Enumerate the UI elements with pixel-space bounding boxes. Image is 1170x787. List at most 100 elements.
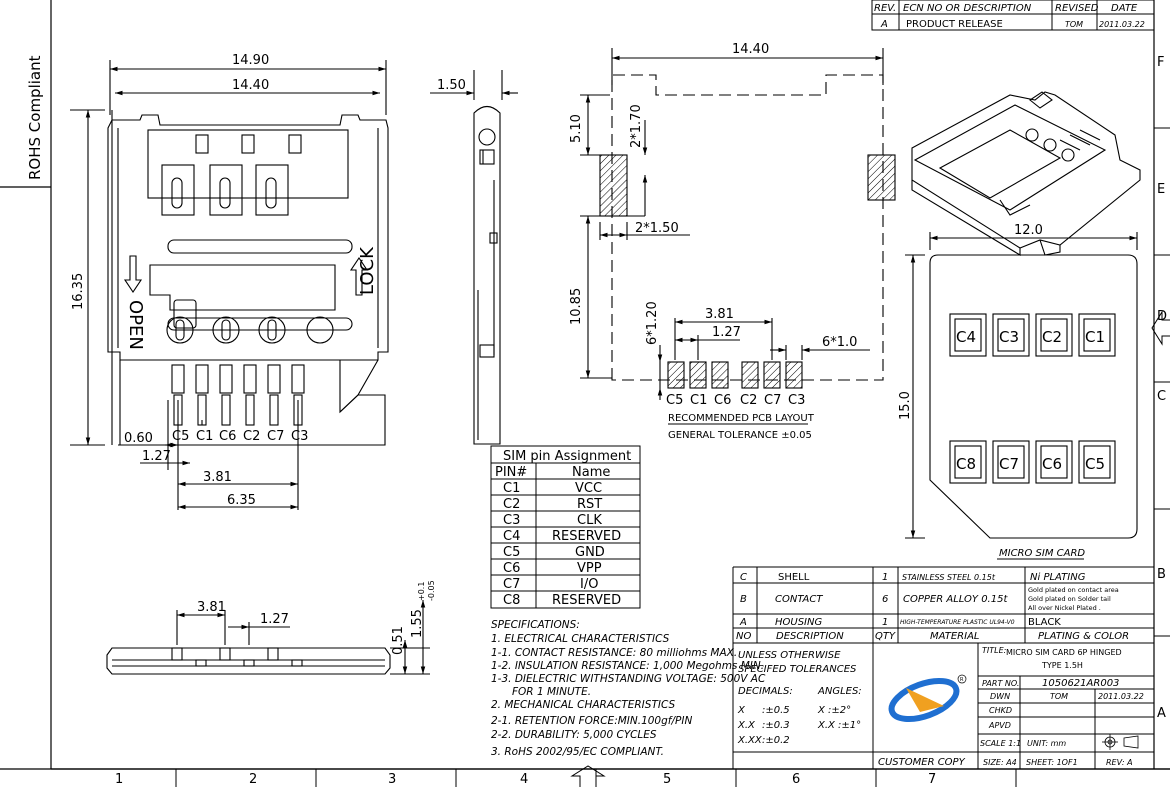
pcb-pin-labels: C5 C1 C6 C2 C7 C3: [666, 393, 805, 408]
bom-cell: 1: [882, 572, 888, 583]
pcb-dim-2x170: 2*1.70: [629, 104, 644, 148]
bom-cell: 6: [882, 594, 888, 605]
svg-text:R: R: [960, 677, 964, 683]
company-logo: R: [888, 674, 967, 723]
bom-plating-1: Gold plated on contact area: [1028, 586, 1119, 594]
front-pin-label: C2: [243, 429, 260, 444]
pcb-dim-381: 3.81: [705, 307, 734, 322]
dec-cell: X :±2°: [817, 705, 851, 716]
pin-table-cell: RESERVED: [552, 593, 621, 608]
pcb-pin-label: C7: [764, 393, 781, 408]
center-arrow-bottom: [570, 765, 606, 787]
bom-cell: SHELL: [778, 572, 810, 583]
projection-symbol-icon: [1102, 734, 1139, 750]
spec-line: SPECIFICATIONS:: [491, 619, 580, 631]
bom-header: QTY: [875, 631, 896, 642]
bottom-dim-tol-minus: -0.05: [427, 580, 436, 601]
spec-line: 2. MECHANICAL CHARACTERISTICS: [491, 699, 675, 711]
front-text-open: OPEN: [125, 300, 146, 350]
bom-cell: CONTACT: [775, 594, 823, 605]
pcb-dim-6x10: 6*1.0: [822, 335, 857, 350]
pin-table: [490, 445, 641, 609]
rev-header-date: DATE: [1111, 3, 1138, 14]
pin-table-cell: I/O: [580, 577, 598, 592]
dec-cell: :±0.5: [762, 705, 790, 716]
zone-1: 1: [115, 772, 123, 787]
bom-cell: A: [739, 617, 747, 628]
zone-5: 5: [663, 772, 671, 787]
front-view: [70, 60, 389, 510]
front-pin-label: C5: [172, 429, 189, 444]
front-pin-label: C3: [291, 429, 308, 444]
zone-6: 6: [792, 772, 800, 787]
spec-line: 1-1. CONTACT RESISTANCE: 80 milliohms MA…: [491, 647, 737, 659]
rev-header-desc: ECN NO OR DESCRIPTION: [903, 3, 1032, 14]
customer-copy: CUSTOMER COPY: [878, 757, 966, 768]
spec-line: 1. ELECTRICAL CHARACTERISTICS: [491, 633, 670, 645]
pcb-pin-label: C2: [740, 393, 757, 408]
rev-header-revised: REVISED: [1055, 3, 1099, 14]
front-dim-height: 16.35: [71, 273, 86, 310]
pin-table-cell: VPP: [577, 561, 602, 576]
pin-table-rows: C1 VCC C2 RST C3 CLK C4 RESERVED C5 GND …: [503, 481, 621, 608]
zone-3: 3: [388, 772, 396, 787]
rev-row-revised: TOM: [1065, 20, 1083, 29]
bom-header: DESCRIPTION: [776, 631, 844, 642]
chkd-label: CHKD: [989, 706, 1012, 715]
rohs-label: ROHS Compliant: [26, 55, 44, 180]
spec-line: 2-1. RETENTION FORCE:MIN.100gf/PIN: [491, 715, 692, 727]
bom-cell: HIGH-TEMPERATURE PLASTIC UL94-V0: [900, 619, 1015, 626]
sim-contact: C2: [1042, 328, 1062, 346]
spec-line: 1-3. DIELECTRIC WITHSTANDING VOLTAGE: 50…: [491, 673, 766, 685]
pin-table-title: SIM pin Assignment: [503, 449, 631, 464]
pin-table-cell: C7: [503, 577, 520, 592]
pcb-dim-510: 5.10: [569, 114, 584, 143]
spec-line: 3. RoHS 2002/95/EC COMPLIANT.: [491, 746, 664, 758]
sim-caption: MICRO SIM CARD: [999, 548, 1085, 559]
zone-2: 2: [249, 772, 257, 787]
pin-table-cell: C8: [503, 593, 520, 608]
dec-header: DECIMALS:: [738, 686, 793, 697]
front-dim-381: 3.81: [203, 470, 232, 485]
pcb-dim-127: 1.27: [712, 325, 741, 340]
bottom-dim-height: 1.55: [410, 609, 425, 638]
title-line: TYPE 1.5H: [1041, 661, 1083, 670]
dec-cell: X.X :±1°: [817, 720, 861, 731]
scale: SCALE 1:1: [980, 739, 1021, 748]
zone-e: E: [1157, 182, 1165, 197]
dec-cell: :±0.2: [762, 735, 790, 746]
sim-contact: C5: [1085, 455, 1105, 473]
tolerance-title: SPECIFED TOLERANCES: [738, 664, 857, 675]
bottom-dim-381: 3.81: [197, 600, 226, 615]
pcb-layout: [580, 48, 896, 425]
dec-header: ANGLES:: [817, 686, 862, 697]
dec-cell: X.XX: [737, 735, 763, 746]
sim-contact: C4: [956, 328, 976, 346]
bom-plating-2: Gold plated on Solder tail: [1028, 595, 1111, 603]
sheet: SHEET: 1OF1: [1026, 758, 1078, 767]
sim-contact: C7: [999, 455, 1019, 473]
bottom-dim-127: 1.27: [260, 612, 289, 627]
front-pin-label: C1: [196, 429, 213, 444]
spec-line: 1-2. INSULATION RESISTANCE: 1,000 Megohm…: [491, 660, 764, 672]
pin-table-cell: C6: [503, 561, 520, 576]
pcb-dim-2x150: 2*1.50: [635, 221, 679, 236]
pin-table-header-pin: PIN#: [495, 465, 527, 480]
pin-table-cell: C1: [503, 481, 520, 496]
zone-b: B: [1157, 567, 1166, 582]
rev-row-rev: A: [880, 19, 888, 30]
bottom-view: [106, 600, 430, 675]
pcb-caption: RECOMMENDED PCB LAYOUT: [668, 413, 815, 424]
bom-cell: 1: [882, 617, 888, 628]
zone-f: F: [1157, 55, 1164, 70]
bottom-dim-tol-plus: +0.1: [417, 582, 426, 601]
zone-4: 4: [520, 772, 528, 787]
front-dim-635: 6.35: [227, 493, 256, 508]
bom-header: MATERIAL: [930, 631, 979, 642]
side-view: [430, 70, 518, 445]
side-dim-thickness: 1.50: [437, 78, 466, 93]
zone-c: C: [1157, 389, 1166, 404]
unit: UNIT: mm: [1027, 739, 1066, 748]
bom-cell: HOUSING: [775, 617, 822, 628]
bom-cell: B: [740, 594, 747, 605]
